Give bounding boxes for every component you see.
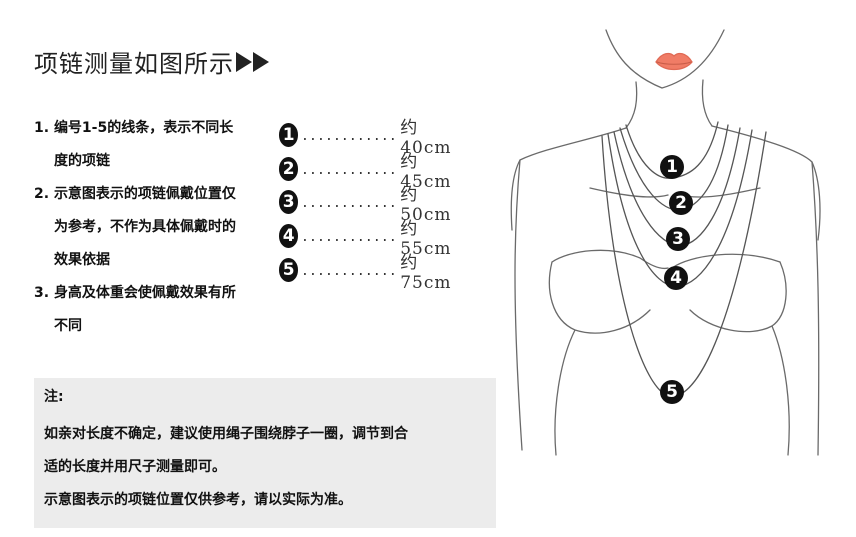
note-number: 2. — [34, 186, 50, 202]
size-label: 约50cm — [400, 184, 452, 225]
size-label: 约75cm — [400, 252, 452, 293]
neck-outline — [701, 79, 713, 127]
note-number: 3. — [34, 285, 50, 301]
title-text: 项链测量如图所示 — [34, 50, 234, 78]
size-row-5: 5 ............ 约75cm — [279, 253, 456, 293]
neck-outline — [625, 81, 638, 129]
leader-dots: ............ — [302, 159, 399, 178]
note-text: 示意图表示的项链佩戴位置仅 — [53, 186, 236, 202]
figure-badge-4: 4 — [664, 266, 688, 290]
note-number: 1. — [34, 120, 50, 136]
size-row-1: 1 ............ 约40cm — [279, 118, 456, 158]
waist-outline — [554, 329, 576, 456]
note-item-1: 1. 编号1-5的线条，表示不同长 度的项链 — [34, 112, 294, 178]
instructions-list: 1. 编号1-5的线条，表示不同长 度的项链 2. 示意图表示的项链佩戴位置仅 … — [34, 112, 294, 343]
note-line: 适的长度并用尺子测量即可。 — [44, 459, 226, 475]
size-label: 约55cm — [400, 218, 452, 259]
face-outline — [605, 29, 725, 89]
necklace-chain-5 — [601, 131, 767, 398]
double-arrow-icon — [236, 51, 270, 72]
size-label: 约40cm — [400, 117, 452, 158]
lips — [655, 52, 693, 71]
note-text: 不同 — [54, 318, 82, 334]
note-item-2: 2. 示意图表示的项链佩戴位置仅 为参考，不作为具体佩戴时的 效果依据 — [34, 178, 294, 277]
page-title: 项链测量如图所示 — [34, 44, 270, 79]
leader-dots: ............ — [302, 192, 399, 211]
note-text: 身高及体重会使佩戴效果有所 — [53, 285, 236, 301]
size-row-3: 3 ............ 约50cm — [279, 185, 456, 225]
note-text: 效果依据 — [54, 252, 110, 268]
size-row-4: 4 ............ 约55cm — [279, 219, 456, 259]
note-box: 注: 如亲对长度不确定，建议使用绳子围绕脖子一圈，调节到合 适的长度并用尺子测量… — [34, 378, 496, 528]
leader-dots: ............ — [302, 226, 399, 245]
size-label: 约45cm — [400, 151, 452, 192]
note-text: 度的项链 — [54, 153, 110, 169]
number-badge: 4 — [279, 224, 299, 248]
arm-outline — [811, 161, 820, 456]
note-text: 为参考，不作为具体佩戴时的 — [54, 219, 236, 235]
note-item-3: 3. 身高及体重会使佩戴效果有所 不同 — [34, 277, 294, 343]
figure-badge-2: 2 — [669, 191, 693, 215]
leader-dots: ............ — [302, 260, 399, 279]
bust-outline — [548, 261, 651, 334]
number-badge: 5 — [279, 258, 299, 282]
note-line: 示意图表示的项链位置仅供参考，请以实际为准。 — [44, 492, 352, 508]
figure-badge-1: 1 — [660, 155, 684, 179]
number-badge: 2 — [279, 157, 299, 181]
bust-outline — [671, 253, 781, 269]
note-line: 如亲对长度不确定，建议使用绳子围绕脖子一圈，调节到合 — [44, 426, 408, 442]
shoulder-outline — [711, 125, 821, 241]
waist-outline — [771, 325, 790, 456]
bust-outline — [551, 249, 669, 270]
figure-badge-3: 3 — [666, 227, 690, 251]
size-row-2: 2 ............ 约45cm — [279, 152, 456, 192]
number-badge: 3 — [279, 190, 299, 214]
note-heading: 注: — [44, 389, 64, 405]
leader-dots: ............ — [302, 125, 399, 144]
note-text: 编号1-5的线条，表示不同长 — [53, 120, 234, 136]
figure-badge-5: 5 — [660, 380, 684, 404]
arm-outline — [514, 159, 523, 451]
number-badge: 1 — [279, 123, 299, 147]
